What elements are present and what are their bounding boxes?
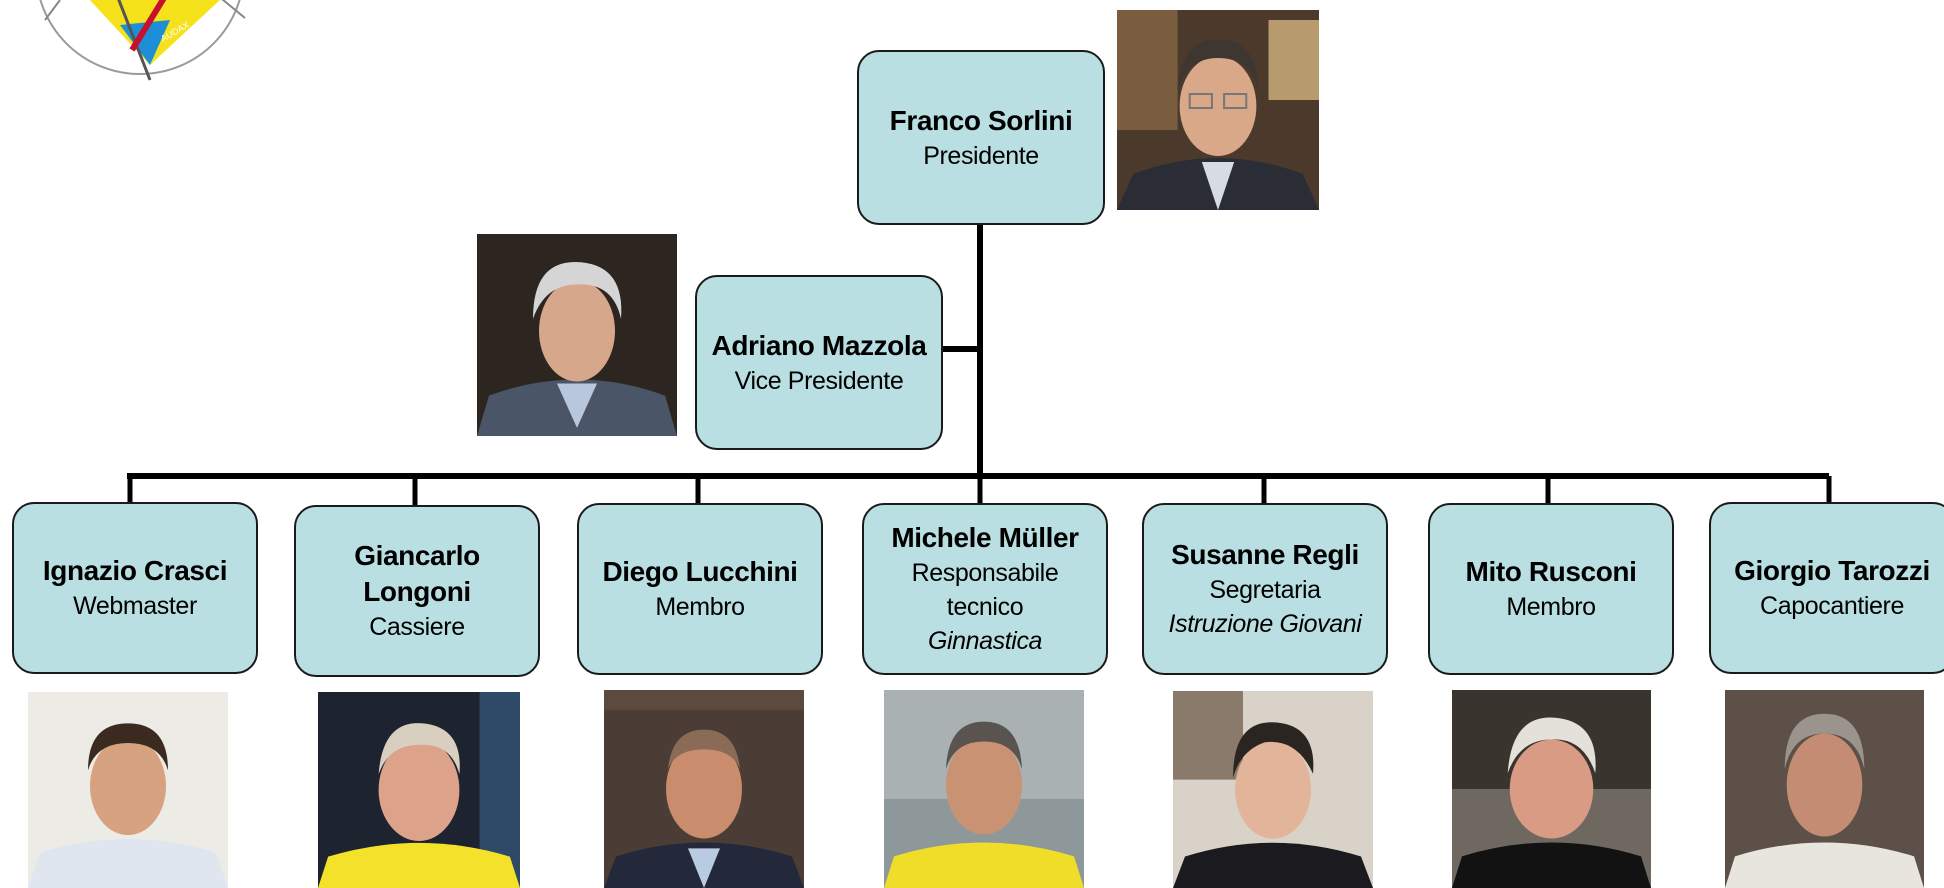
president-role: Presidente — [923, 141, 1039, 170]
member-box-2: Giancarlo Longoni Cassiere — [294, 505, 540, 677]
president-box: Franco Sorlini Presidente — [857, 50, 1105, 225]
member-photo-7 — [1725, 690, 1924, 888]
member-role-secondary: Ginnastica — [927, 627, 1043, 655]
member-name: Susanne Regli — [1171, 539, 1359, 570]
member-photo-4 — [884, 690, 1084, 888]
member-photo-5 — [1173, 691, 1373, 888]
member-role: Membro — [1506, 593, 1596, 621]
member-role: Capocantiere — [1760, 592, 1904, 620]
president-photo — [1117, 10, 1319, 210]
member-photo-2 — [318, 692, 520, 888]
member-name: Diego Lucchini — [602, 556, 798, 587]
member-photo-1 — [28, 692, 228, 888]
member-photo-3 — [604, 690, 804, 888]
vice-president-box: Adriano Mazzola Vice Presidente — [695, 275, 943, 450]
president-name: Franco Sorlini — [889, 104, 1073, 136]
member-photo-6 — [1452, 690, 1651, 888]
member-box-6: Mito Rusconi Membro — [1428, 503, 1674, 675]
vice-president-role: Vice Presidente — [734, 366, 904, 395]
member-role: Cassiere — [369, 613, 465, 641]
member-name: Giancarlo Longoni — [354, 540, 480, 607]
club-logo: AUDAX — [20, 0, 260, 90]
member-box-1: Ignazio Crasci Webmaster — [12, 502, 258, 674]
member-box-7: Giorgio Tarozzi Capocantiere — [1709, 502, 1944, 674]
member-name: Mito Rusconi — [1465, 556, 1637, 587]
member-name: Michele Müller — [891, 522, 1079, 553]
member-box-3: Diego Lucchini Membro — [577, 503, 823, 675]
member-role: Responsabile tecnico — [911, 559, 1059, 621]
member-role-secondary: Istruzione Giovani — [1168, 610, 1362, 638]
vice-president-name: Adriano Mazzola — [711, 329, 927, 361]
member-box-4: Michele Müller Responsabile tecnico Ginn… — [862, 503, 1108, 675]
vice-president-photo — [477, 234, 677, 436]
member-name: Ignazio Crasci — [42, 555, 228, 586]
member-name: Giorgio Tarozzi — [1734, 555, 1930, 586]
member-role: Segretaria — [1209, 576, 1321, 604]
member-role: Membro — [655, 593, 745, 621]
member-role: Webmaster — [73, 592, 197, 620]
member-box-5: Susanne Regli Segretaria Istruzione Giov… — [1142, 503, 1388, 675]
